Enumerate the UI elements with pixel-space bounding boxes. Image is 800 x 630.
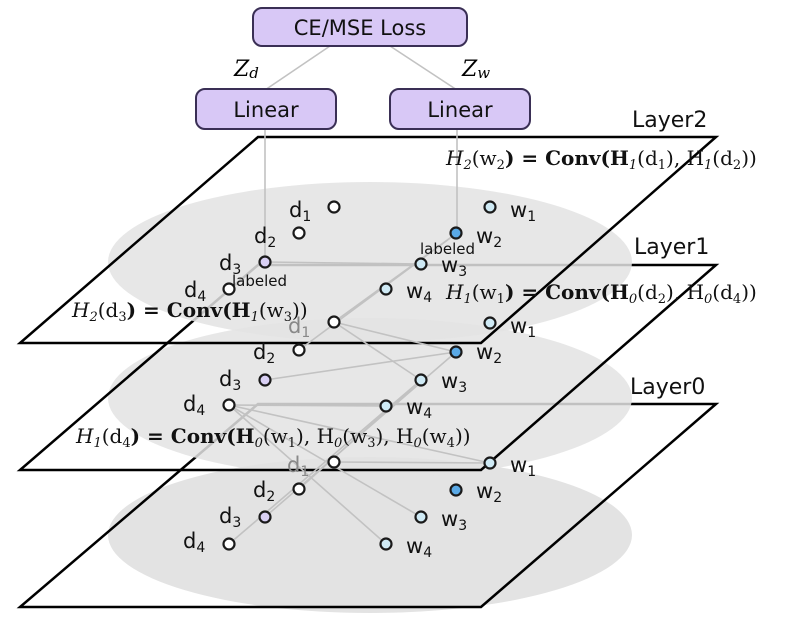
linear-left-box: Linear (195, 88, 337, 130)
node-l1-w3 (414, 373, 428, 387)
edge-l2w2-l1d1 (333, 232, 458, 323)
node-l2-w1 (483, 200, 497, 214)
label-l0-d1: d1 (287, 453, 309, 480)
label-l2-d3: d3 (219, 251, 241, 278)
z-w-label: Zw (461, 57, 490, 82)
label-l0-w2: w2 (476, 479, 502, 506)
label-l1-w1: w1 (510, 314, 536, 341)
label-l1-d4: d4 (183, 392, 205, 419)
layer1-group: Layer1 (16, 235, 720, 478)
label-l2-d2: d2 (254, 224, 276, 251)
label-l0-d3: d3 (219, 504, 241, 531)
equation-h2-d3: H2(d3) = Conv(H1(w3)) (71, 298, 308, 325)
layer1-node-labels: d1 d2 d3 d4 w1 w2 w3 w4 (183, 314, 536, 422)
loss-box: CE/MSE Loss (252, 7, 468, 47)
edge-l0d1-l0w1 (333, 461, 491, 464)
loss-box-label: CE/MSE Loss (294, 16, 426, 40)
node-l1-d3 (258, 373, 272, 387)
linear-right-box: Linear (389, 88, 531, 130)
label-l0-w3: w3 (441, 507, 467, 534)
layer2-group: Layer2 (16, 108, 720, 345)
label-l2-w1: w1 (510, 198, 536, 225)
node-l1-d4 (222, 398, 236, 412)
layer0-node-labels: d1 d2 d3 d4 w1 w2 w3 w4 (183, 453, 536, 561)
layer0-label: Layer0 (630, 375, 705, 400)
node-l2-d4 (222, 282, 236, 296)
label-l2-w3: w3 (441, 253, 467, 280)
layer0-ellipse (108, 457, 632, 613)
node-l1-d2 (292, 343, 306, 357)
node-l2-d3 (258, 255, 272, 269)
node-l0-d2 (292, 482, 306, 496)
tag-labeled-d3: labeled (232, 272, 287, 290)
layer0-nodes (222, 455, 497, 551)
node-l0-w2 (449, 483, 463, 497)
layer0-group: Layer0 (16, 375, 720, 613)
edge-l1d1-l1w2 (333, 321, 457, 353)
node-l2-d2 (292, 226, 306, 240)
edge-loss-linear-left (264, 45, 331, 91)
node-l0-d3 (258, 510, 272, 524)
edge-l1d1-l1w3 (333, 321, 422, 381)
layer1-nodes (222, 315, 497, 413)
label-l0-d2: d2 (253, 478, 275, 505)
label-l0-d4: d4 (183, 529, 205, 556)
node-l1-w2 (449, 345, 463, 359)
node-l1-w4 (379, 399, 393, 413)
equation-h1-w1: H1(w1) = Conv(H0(d2), H0(d4)) (445, 280, 757, 307)
label-l2-d1: d1 (289, 198, 311, 225)
edge-loss-linear-right (389, 45, 458, 91)
layer1-ellipse (108, 318, 632, 478)
label-l2-d4: d4 (184, 278, 206, 305)
label-l1-d1: d1 (288, 314, 310, 341)
node-l0-d4 (222, 537, 236, 551)
node-l1-w1 (483, 316, 497, 330)
label-l2-w2: w2 (476, 224, 502, 251)
tag-labeled-w2: labeled (420, 240, 475, 258)
layer2-node-labels: d1 d2 d3 d4 w1 w2 w3 w4 (184, 198, 536, 306)
node-l1-d1 (327, 315, 341, 329)
layer2-plane (16, 135, 720, 345)
edge-l1d4-l0w1 (228, 404, 491, 464)
edge-l2d3-l1w3 (264, 261, 422, 265)
edge-l1d3-l1w2 (264, 351, 457, 381)
z-d-label: Zd (233, 57, 259, 82)
layer2-nodes (222, 200, 497, 296)
label-l2-w4: w4 (406, 279, 432, 306)
edge-l1d4-l0w3 (228, 404, 422, 518)
node-l0-w3 (414, 510, 428, 524)
node-l2-w3 (414, 257, 428, 271)
node-l0-d1 (327, 455, 341, 469)
label-l0-w4: w4 (406, 534, 432, 561)
node-l2-d1 (327, 200, 341, 214)
node-l2-w2 (449, 226, 463, 240)
label-l1-w4: w4 (406, 395, 432, 422)
node-l0-w4 (379, 537, 393, 551)
equation-h1-d4: H1(d4) = Conv(H0(w1), H0(w3), H0(w4)) (75, 424, 471, 451)
label-l0-w1: w1 (510, 453, 536, 480)
edge-l1d4-l0w4 (228, 404, 387, 545)
edge-l1d4-l1w4 (228, 404, 387, 407)
linear-right-label: Linear (427, 98, 493, 122)
layer2-ellipse (108, 182, 632, 342)
node-l2-w4 (379, 282, 393, 296)
layer2-label: Layer2 (632, 108, 707, 133)
label-l1-d3: d3 (219, 367, 241, 394)
layer1-label: Layer1 (634, 235, 709, 260)
label-l1-w2: w2 (476, 340, 502, 367)
node-l0-w1 (483, 456, 497, 470)
linear-left-label: Linear (233, 98, 299, 122)
label-l1-d2: d2 (253, 340, 275, 367)
label-l1-w3: w3 (441, 369, 467, 396)
equation-h2-w2: H2(w2) = Conv(H1(d1), H1(d2)) (445, 146, 757, 173)
